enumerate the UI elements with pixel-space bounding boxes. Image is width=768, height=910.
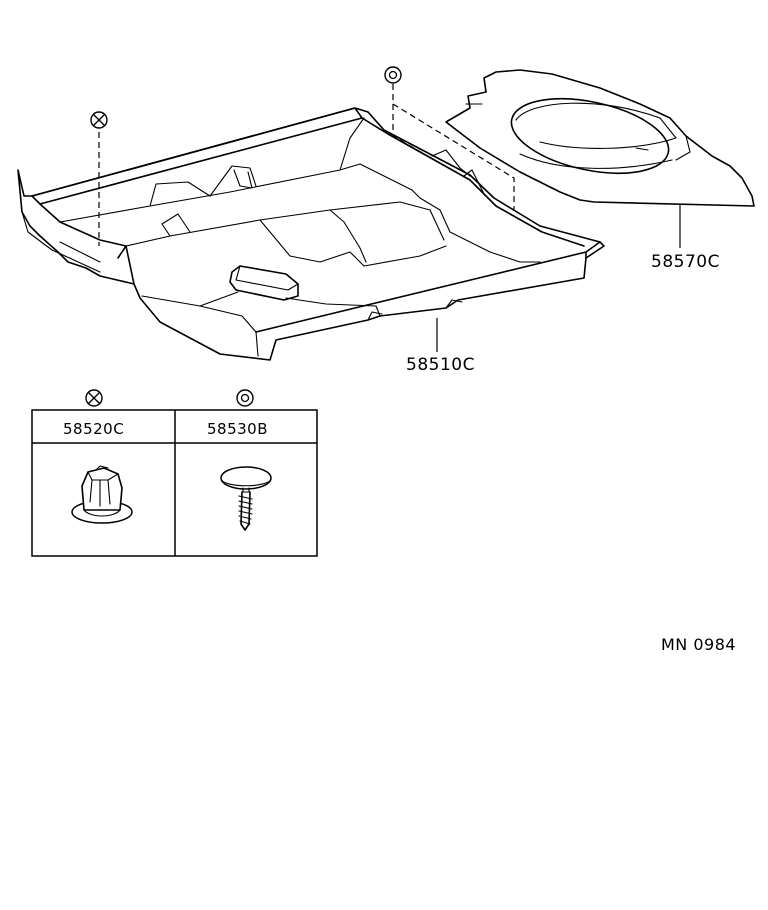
screw-symbol-icon [384, 66, 402, 84]
floor-carpet-rear [445, 69, 755, 207]
table-header-58530b: 58530B [207, 420, 268, 438]
fastener-table: 58520C 58530B [31, 389, 318, 557]
clip-symbol-icon [90, 111, 108, 129]
part-label-58570c: 58570C [651, 252, 720, 272]
screw-mount-dashline [392, 84, 467, 179]
screw-drawing [220, 466, 272, 531]
floor-carpet-main [17, 107, 605, 361]
diagram-code: MN 0984 [661, 635, 736, 654]
clip-drawing [71, 465, 133, 524]
table-header-58520c: 58520C [63, 420, 124, 438]
part-label-58510c: 58510C [406, 355, 475, 375]
screw-mount-dashline-2 [392, 103, 515, 210]
table-screw-symbol-icon [236, 389, 254, 407]
table-clip-symbol-icon [85, 389, 103, 407]
